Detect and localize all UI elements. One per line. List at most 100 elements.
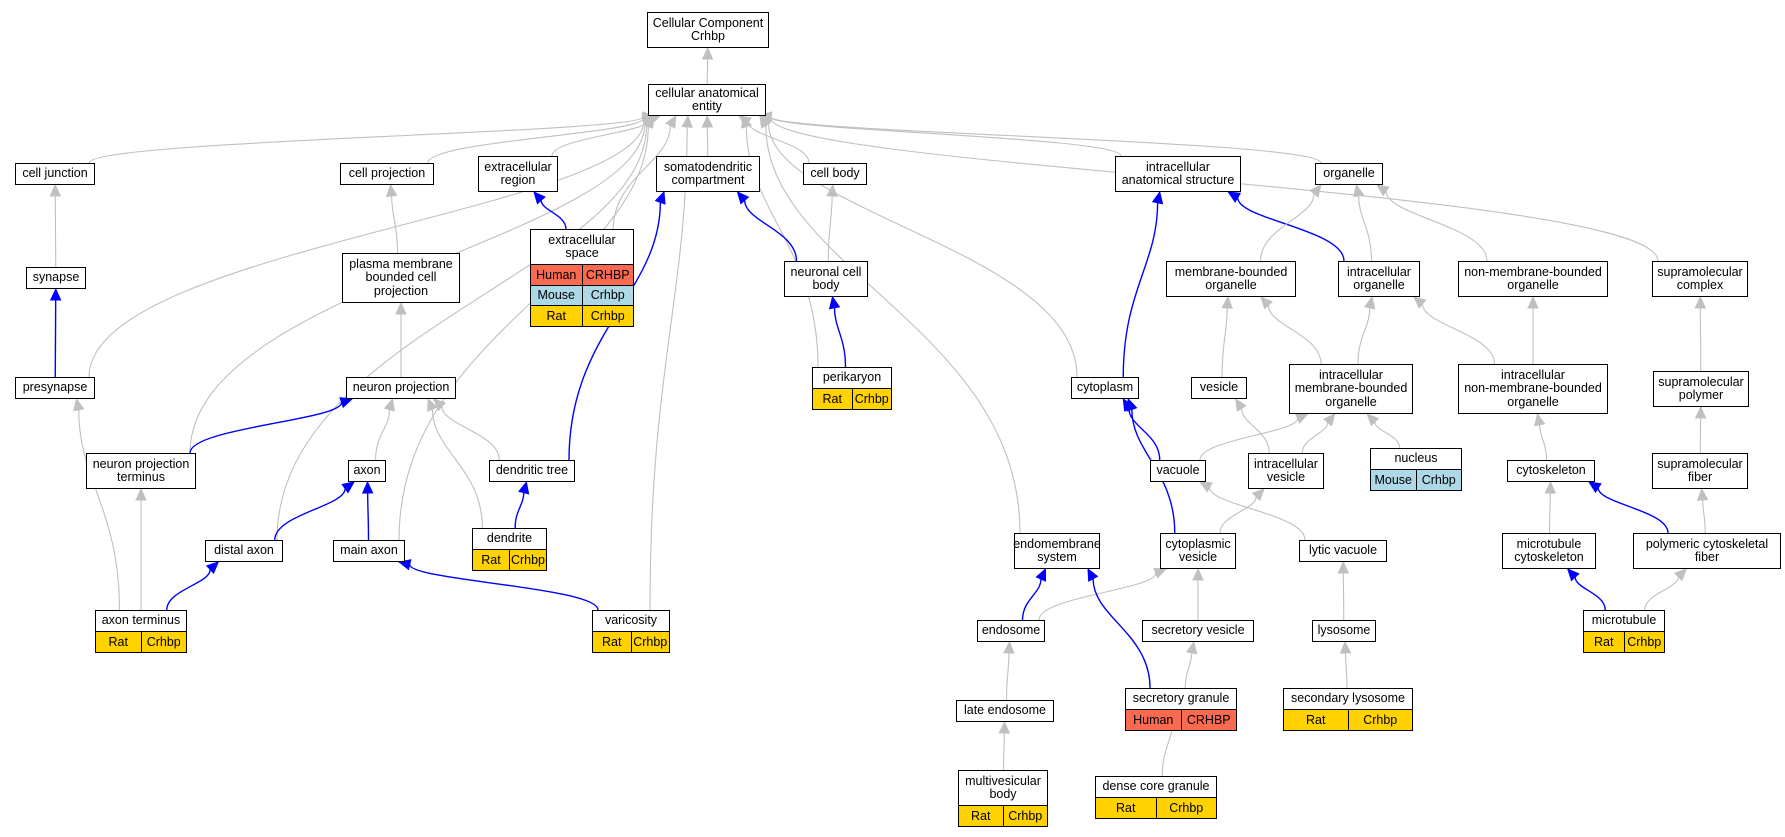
edge-part_of-dendrite-dendritictree	[514, 492, 525, 529]
term-node-cellbody[interactable]: cell body	[803, 163, 867, 185]
term-node-endosome[interactable]: endosome	[977, 620, 1045, 642]
term-node-mvb[interactable]: multivesicular body	[958, 770, 1048, 806]
term-node-endomembrane[interactable]: endomembrane system	[1013, 533, 1101, 569]
arrowhead	[701, 46, 714, 60]
edge-is_a-cytoplasmicvesicle-intracellularvesicle	[1219, 496, 1257, 534]
term-node-densecore[interactable]: dense core granule	[1095, 776, 1217, 798]
edge-is_a-varicosity-cae	[649, 126, 688, 611]
edge-is_a-intracellularvesicle-vesicle	[1241, 408, 1270, 454]
term-node-extracellularregion[interactable]: extracellular region	[478, 156, 558, 192]
term-node-cytoplasm[interactable]: cytoplasm	[1071, 377, 1139, 399]
gene-symbol: Crhbp	[509, 550, 546, 570]
edge-is_a-endomembrane-cae	[765, 125, 1021, 534]
term-node-presynapse[interactable]: presynapse	[15, 377, 95, 399]
edge-part_of-mainaxon-axon	[366, 492, 370, 541]
term-node-nucleus[interactable]: nucleus	[1370, 448, 1462, 470]
term-node-supramolecularpolymer[interactable]: supramolecular polymer	[1653, 371, 1749, 407]
species-name: Mouse	[1374, 472, 1413, 487]
edge-part_of-intracellularorganelle-intracellularanat	[1237, 197, 1345, 262]
arrowhead	[1251, 488, 1265, 502]
arrowhead	[701, 114, 714, 128]
term-node-organelle[interactable]: organelle	[1315, 163, 1383, 185]
edge-part_of-varicosity-mainaxon	[408, 564, 599, 611]
term-node-membranebounded[interactable]: membrane-bounded organelle	[1166, 261, 1296, 297]
term-node-vacuole[interactable]: vacuole	[1150, 460, 1206, 482]
arrowhead	[533, 191, 546, 205]
term-node-neuronprojection[interactable]: neuron projection	[346, 377, 456, 399]
arrowhead	[1337, 560, 1350, 574]
term-node-secondarylysosome[interactable]: secondary lysosome	[1283, 688, 1413, 710]
term-node-microtubule[interactable]: microtubule	[1583, 610, 1665, 632]
term-node-supramolecularfiber[interactable]: supramolecular fiber	[1652, 453, 1748, 489]
edge-part_of-axonterminus-distalaxon	[166, 569, 211, 611]
term-node-intracellularanat[interactable]: intracellular anatomical structure	[1115, 156, 1241, 192]
term-node-imbo[interactable]: intracellular membrane-bounded organelle	[1289, 364, 1413, 414]
term-node-varicosity[interactable]: varicosity	[592, 610, 670, 632]
term-node-lateendosome[interactable]: late endosome	[956, 700, 1054, 722]
term-node-neuronalcellbody[interactable]: neuronal cell body	[784, 261, 868, 297]
term-node-intracellularorganelle[interactable]: intracellular organelle	[1338, 261, 1420, 297]
edge-is_a-dendritictree-neuronprojection	[441, 406, 500, 461]
term-node-axonterminus[interactable]: axon terminus	[95, 610, 187, 632]
gene-symbol: Crhbp	[581, 285, 634, 305]
term-node-somatodendritic[interactable]: somatodendritic compartment	[656, 156, 760, 192]
term-node-supramolecularcomplex[interactable]: supramolecular complex	[1652, 261, 1748, 297]
arrowhead	[1674, 568, 1688, 582]
term-node-dendrite[interactable]: dendrite	[472, 528, 547, 550]
arrowhead	[1544, 480, 1557, 494]
edge-is_a-celljunction-cae	[88, 116, 644, 164]
arrowhead	[1227, 191, 1242, 203]
edge-is_a-intracellularvesicle-imbo	[1301, 422, 1329, 454]
term-node-inmbo[interactable]: intracellular non-membrane-bounded organ…	[1458, 364, 1608, 414]
edge-is_a-extracellularspace-cae	[612, 125, 671, 230]
term-node-celljunction[interactable]: cell junction	[15, 163, 95, 185]
term-node-distalaxon[interactable]: distal axon	[205, 540, 283, 562]
arrowhead	[665, 114, 677, 129]
term-node-intracellularvesicle[interactable]: intracellular vesicle	[1248, 453, 1324, 489]
term-node-vesicle[interactable]: vesicle	[1191, 377, 1247, 399]
term-node-perikaryon[interactable]: perikaryon	[812, 367, 892, 389]
gene-symbol: Crhbp	[1002, 806, 1048, 826]
edge-is_a-cellprojection-cae	[427, 117, 644, 164]
term-node-lysosome[interactable]: lysosome	[1312, 620, 1376, 642]
term-node-cytoplasmicvesicle[interactable]: cytoplasmic vesicle	[1160, 533, 1236, 569]
arrowhead	[1126, 397, 1138, 412]
term-node-npterminus[interactable]: neuron projection terminus	[86, 453, 196, 489]
edge-is_a-imbo-intracellularorganelle	[1357, 307, 1371, 365]
term-node-secretorygranule[interactable]: secretory granule	[1125, 688, 1237, 710]
term-node-lyticvacuole[interactable]: lytic vacuole	[1299, 540, 1387, 562]
arrowhead	[385, 183, 398, 198]
term-node-axon[interactable]: axon	[348, 460, 386, 482]
arrowhead	[1363, 295, 1376, 310]
term-node-nonmembranebounded[interactable]: non-membrane-bounded organelle	[1458, 261, 1608, 297]
arrowhead	[1366, 413, 1380, 427]
arrowhead	[1309, 184, 1322, 198]
term-node-cae[interactable]: cellular anatomical entity	[648, 84, 766, 116]
term-node-extracellularspace[interactable]: extracellular space	[530, 229, 634, 265]
term-node-root[interactable]: Cellular Component Crhbp	[647, 12, 769, 48]
arrowhead	[383, 397, 395, 412]
term-node-microtubulecytoskeleton[interactable]: microtubule cytoskeleton	[1502, 533, 1596, 569]
term-node-synapse[interactable]: synapse	[26, 267, 86, 289]
edge-is_a-intracellularanat-cae	[770, 116, 1122, 157]
term-node-cellprojection[interactable]: cell projection	[340, 163, 434, 185]
term-node-dendritictree[interactable]: dendritic tree	[489, 460, 575, 482]
term-node-mainaxon[interactable]: main axon	[333, 540, 405, 562]
term-node-cytoskeleton[interactable]: cytoskeleton	[1507, 460, 1595, 482]
term-node-secretoryvesicle[interactable]: secretory vesicle	[1142, 620, 1254, 642]
edge-is_a-endosome-cytoplasmicvesicle	[1038, 572, 1157, 621]
arrowhead	[1260, 296, 1273, 310]
species-name: Rat	[1306, 712, 1326, 727]
gene-symbol: Crhbp	[630, 632, 670, 652]
term-node-polymericfiber[interactable]: polymeric cytoskeletal fiber	[1633, 533, 1781, 569]
term-node-plasmamembrane[interactable]: plasma membrane bounded cell projection	[342, 253, 460, 303]
